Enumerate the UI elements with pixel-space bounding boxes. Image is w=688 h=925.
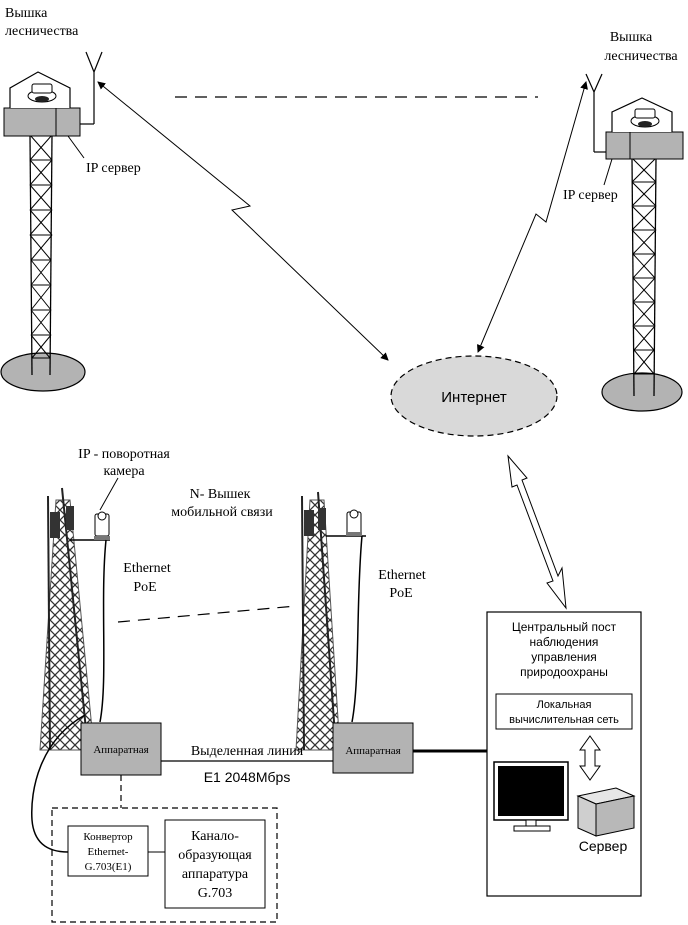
mobile-tower-left bbox=[39, 487, 95, 751]
camera-label-2: камера bbox=[103, 464, 145, 479]
ethernet-left-label-1: Ethernet bbox=[123, 561, 171, 576]
central-post-line-2: наблюдения bbox=[530, 635, 599, 649]
channel-equipment-box bbox=[164, 819, 266, 909]
forestry-tower-left-label-1: Вышка bbox=[5, 6, 48, 21]
equipment-room-left-label: Аппаратная bbox=[93, 744, 148, 756]
server-icon bbox=[576, 787, 636, 837]
converter-line-2: Ethernet- bbox=[88, 846, 129, 858]
lan-server-link-arrow bbox=[579, 735, 601, 781]
equipment-room-left bbox=[80, 722, 162, 776]
forestry-tower-right-label-2: лесничества bbox=[604, 49, 678, 64]
internet-cloud bbox=[390, 355, 558, 437]
mobile-towers-dashed-link bbox=[117, 605, 297, 623]
central-post-line-3: управления bbox=[531, 650, 596, 664]
camera-left-icon bbox=[70, 511, 110, 541]
central-post-line-4: природоохраны bbox=[520, 665, 608, 679]
tower-base-right bbox=[601, 372, 683, 412]
lan-line-2: вычислительная сеть bbox=[509, 714, 619, 726]
lan-box bbox=[495, 693, 633, 730]
forestry-tower-left-label-2: лесничества bbox=[5, 24, 79, 39]
camera-right-icon bbox=[326, 509, 366, 537]
radio-link-left bbox=[97, 81, 389, 361]
converter-box bbox=[67, 825, 149, 877]
monitor-icon bbox=[493, 761, 569, 832]
leased-line-label: Выделенная линия bbox=[191, 744, 304, 759]
channel-equipment-line-2: образующая bbox=[178, 848, 252, 863]
tower-base-left bbox=[0, 352, 86, 392]
forestry-tower-right-label-1: Вышка bbox=[610, 30, 653, 45]
equipment-room-right-label: Аппаратная bbox=[345, 745, 400, 757]
camera-label-1: IP - поворотная bbox=[78, 447, 170, 462]
central-post-line-1: Центральный пост bbox=[512, 620, 617, 634]
forestry-tower-right bbox=[585, 73, 684, 412]
server-label: Сервер bbox=[579, 838, 628, 854]
ethernet-cable-left bbox=[99, 539, 107, 723]
converter-line-1: Конвертор bbox=[83, 831, 133, 843]
forestry-tower-left bbox=[0, 51, 103, 392]
converter-cable bbox=[31, 714, 86, 853]
equipment-room-right bbox=[332, 722, 414, 774]
converter-line-3: G.703(E1) bbox=[85, 861, 132, 873]
radio-link-right bbox=[477, 81, 588, 353]
channel-equipment-line-4: G.703 bbox=[198, 886, 233, 901]
ip-server-right-label: IP сервер bbox=[563, 188, 618, 203]
ethernet-right-label-2: PoE bbox=[389, 586, 412, 601]
leased-line-speed: E1 2048Мбps bbox=[204, 769, 291, 785]
mobile-tower-right bbox=[295, 491, 341, 751]
ethernet-cable-right bbox=[351, 535, 363, 723]
camera-label-leader bbox=[99, 477, 119, 511]
lan-line-1: Локальная bbox=[537, 699, 592, 711]
ip-server-left-label: IP сервер bbox=[86, 161, 141, 176]
central-post-box bbox=[486, 611, 642, 897]
mobile-towers-label-2: мобильной связи bbox=[171, 505, 273, 520]
internet-central-link-arrow bbox=[507, 454, 567, 610]
channel-equipment-line-1: Канало- bbox=[191, 829, 239, 844]
ethernet-left-label-2: PoE bbox=[133, 580, 156, 595]
mobile-towers-label-1: N- Вышек bbox=[190, 487, 251, 502]
internet-label: Интернет bbox=[441, 389, 507, 406]
channel-equipment-enclosure bbox=[51, 807, 278, 923]
ethernet-right-label-1: Ethernet bbox=[378, 568, 426, 583]
channel-equipment-line-3: аппаратура bbox=[182, 867, 249, 882]
